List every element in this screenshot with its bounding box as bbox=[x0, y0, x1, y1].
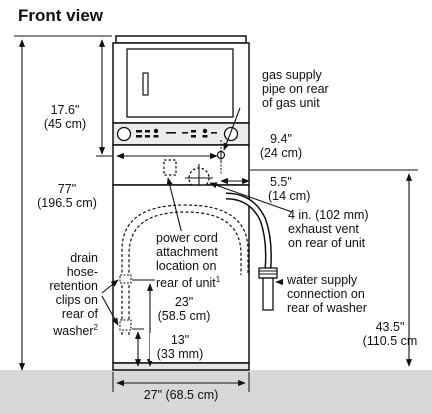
right-height-label: 43.5" (110.5 cm bbox=[350, 320, 430, 348]
vent-offset-label: 5.5" (14 cm) bbox=[268, 175, 310, 203]
gas-line-2: pipe on rear bbox=[262, 82, 329, 96]
gas-line-3: of gas unit bbox=[262, 96, 320, 110]
dim-13-cm: (33 mm) bbox=[156, 347, 204, 361]
leader-cord bbox=[166, 177, 183, 235]
water-supply-label: water supply connection on rear of washe… bbox=[287, 273, 367, 315]
total-height-cm: (196.5 cm) bbox=[37, 196, 97, 210]
drain-line-4: clips on bbox=[55, 293, 98, 307]
gas-supply-label: gas supply pipe on rear of gas unit bbox=[262, 68, 329, 110]
gas-line-1: gas supply bbox=[262, 68, 322, 82]
gas-offset-cm: (24 cm) bbox=[259, 146, 303, 160]
vent-line-3: on rear of unit bbox=[288, 236, 366, 250]
control-knob-left bbox=[116, 126, 132, 142]
control-knob-right bbox=[223, 126, 239, 142]
water-connector bbox=[258, 267, 278, 279]
water-line-1: water supply bbox=[287, 273, 358, 287]
dim-23-in: 23" bbox=[174, 295, 194, 309]
gas-offset-label: 9.4" (24 cm) bbox=[250, 132, 312, 160]
power-cord-location bbox=[163, 159, 177, 176]
diagram-title: Front view bbox=[18, 6, 104, 25]
dryer-top-cap bbox=[115, 35, 247, 44]
dim-13-label: 13" (33 mm) bbox=[150, 333, 210, 361]
leader-gas bbox=[223, 107, 241, 151]
total-height-in: 77" bbox=[57, 182, 77, 196]
leader-vent bbox=[209, 182, 293, 213]
dim-13-in: 13" bbox=[170, 333, 190, 347]
cord-line-1: power cord bbox=[156, 231, 218, 245]
drain-hose bbox=[121, 204, 249, 335]
drain-line-5: rear of bbox=[61, 307, 98, 321]
control-buttons bbox=[136, 128, 217, 138]
exhaust-vent-label: 4 in. (102 mm) exhaust vent on rear of u… bbox=[288, 208, 369, 250]
dim-23-cm: (58.5 cm) bbox=[157, 309, 211, 323]
gas-offset-in: 9.4" bbox=[270, 132, 292, 146]
water-valve bbox=[262, 277, 274, 311]
vent-offset-cm: (14 cm) bbox=[268, 189, 311, 203]
cord-line-2: attachment bbox=[156, 245, 218, 259]
floor bbox=[0, 370, 432, 414]
total-height-label: 77" (196.5 cm) bbox=[24, 182, 110, 210]
drain-line-6: washer2 bbox=[53, 323, 98, 339]
vent-line-1: 4 in. (102 mm) bbox=[288, 208, 369, 222]
vent-line-2: exhaust vent bbox=[288, 222, 359, 236]
vent-offset-in: 5.5" bbox=[270, 175, 292, 189]
cord-line-4: rear of unit1 bbox=[156, 275, 221, 291]
drain-clip-lower bbox=[119, 319, 132, 331]
drain-clip-upper bbox=[119, 274, 132, 284]
middle-section bbox=[112, 144, 250, 186]
power-cord-label: power cord attachment location on rear o… bbox=[155, 231, 222, 291]
dim-23-label: 23" (58.5 cm) bbox=[152, 295, 216, 323]
upper-height-in: 17.6" bbox=[50, 103, 80, 117]
leader-drain-upper bbox=[101, 279, 119, 294]
cord-line-3: location on bbox=[156, 259, 217, 273]
drain-hose-label: drain hose- retention clips on rear of w… bbox=[30, 251, 98, 338]
leader-drain-lower bbox=[101, 295, 119, 326]
width-label: 27" (68.5 cm) bbox=[143, 388, 219, 402]
drain-line-3: retention bbox=[49, 279, 98, 293]
right-height-cm: (110.5 cm bbox=[362, 334, 418, 348]
drain-line-1: drain bbox=[70, 251, 98, 265]
right-height-in: 43.5" bbox=[375, 320, 405, 334]
water-line-2: connection on bbox=[287, 287, 365, 301]
water-line-3: rear of washer bbox=[287, 301, 367, 315]
drain-line-2: hose- bbox=[66, 265, 98, 279]
washer-base bbox=[112, 362, 250, 371]
upper-height-cm: (45 cm) bbox=[43, 117, 87, 131]
dryer-door-handle bbox=[142, 72, 149, 96]
upper-height-label: 17.6" (45 cm) bbox=[34, 103, 96, 131]
